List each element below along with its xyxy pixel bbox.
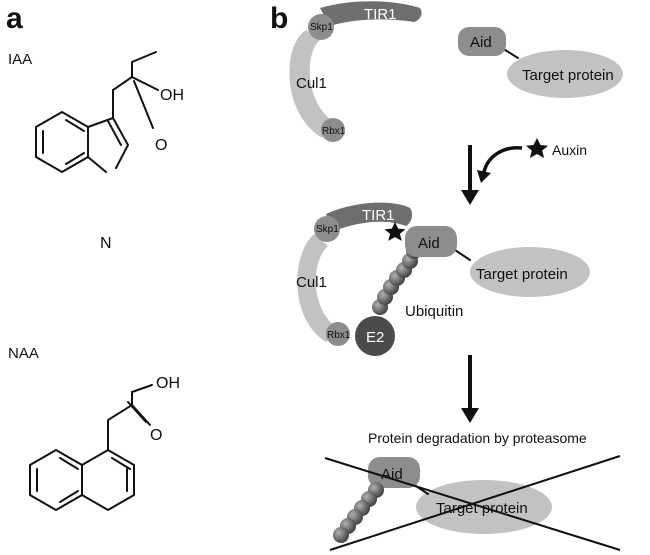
cul1-middle-label: Cul1 <box>296 274 327 291</box>
panel-a-letter: a <box>6 2 23 35</box>
aid-target-top <box>458 27 623 98</box>
e2-middle-label: E2 <box>366 329 384 346</box>
degradation-caption: Protein degradation by proteasome <box>368 430 587 446</box>
auxin-star <box>526 138 548 158</box>
rbx1-middle-label: Rbx1 <box>327 330 351 341</box>
skp1-top <box>308 14 334 40</box>
scf-complex-top <box>289 1 422 142</box>
rbx1-top-label: Rbx1 <box>322 126 346 137</box>
tir1-middle-label: TIR1 <box>362 207 395 224</box>
target-middle-label: Target protein <box>476 266 568 283</box>
naa-structure <box>29 384 153 512</box>
auxin-star-bound <box>384 222 406 241</box>
naa-o-atom: O <box>150 427 162 444</box>
target-protein-middle <box>470 247 590 297</box>
cul1-top-label: Cul1 <box>296 75 327 92</box>
aid-middle-label: Aid <box>418 235 440 252</box>
skp1-top-label: Skp1 <box>310 22 333 33</box>
iaa-label: IAA <box>8 51 32 68</box>
scf-complex-middle <box>297 202 590 356</box>
iaa-n-atom: N <box>100 235 112 252</box>
ubiquitin-chain-degraded <box>333 482 384 543</box>
cross-line-2 <box>329 455 621 551</box>
aid-degraded-label: Aid <box>381 466 403 483</box>
target-protein-top <box>507 50 623 98</box>
aid-top <box>458 27 506 56</box>
iaa-o-atom: O <box>155 137 167 154</box>
e2-middle <box>355 316 395 356</box>
panel-b-letter: b <box>270 2 288 35</box>
arrow-1-head <box>461 190 479 205</box>
tir1-top-label: TIR1 <box>364 6 397 23</box>
rbx1-top <box>321 118 345 142</box>
naa-oh-atom: OH <box>156 375 180 392</box>
tir1-top <box>320 1 422 26</box>
target-degraded-label: Target protein <box>436 500 528 517</box>
ubiquitin-label: Ubiquitin <box>405 303 463 320</box>
cul1-middle <box>297 234 340 342</box>
target-top-label: Target protein <box>522 67 614 84</box>
aid-degraded <box>368 457 420 488</box>
auxin-curved-arrow-head <box>477 170 491 183</box>
skp1-middle-label: Skp1 <box>316 224 339 235</box>
tir1-middle <box>326 202 413 232</box>
aid-middle <box>405 226 457 257</box>
naa-label: NAA <box>8 345 39 362</box>
auxin-curved-arrow <box>482 146 523 173</box>
skp1-middle <box>314 216 340 242</box>
iaa-structure <box>35 51 159 174</box>
cul1-top <box>289 30 334 138</box>
aid-top-label: Aid <box>470 34 492 51</box>
arrow-2-head <box>461 408 479 423</box>
auxin-label: Auxin <box>552 142 587 158</box>
iaa-oh-atom: OH <box>160 87 184 104</box>
rbx1-middle <box>326 322 350 346</box>
